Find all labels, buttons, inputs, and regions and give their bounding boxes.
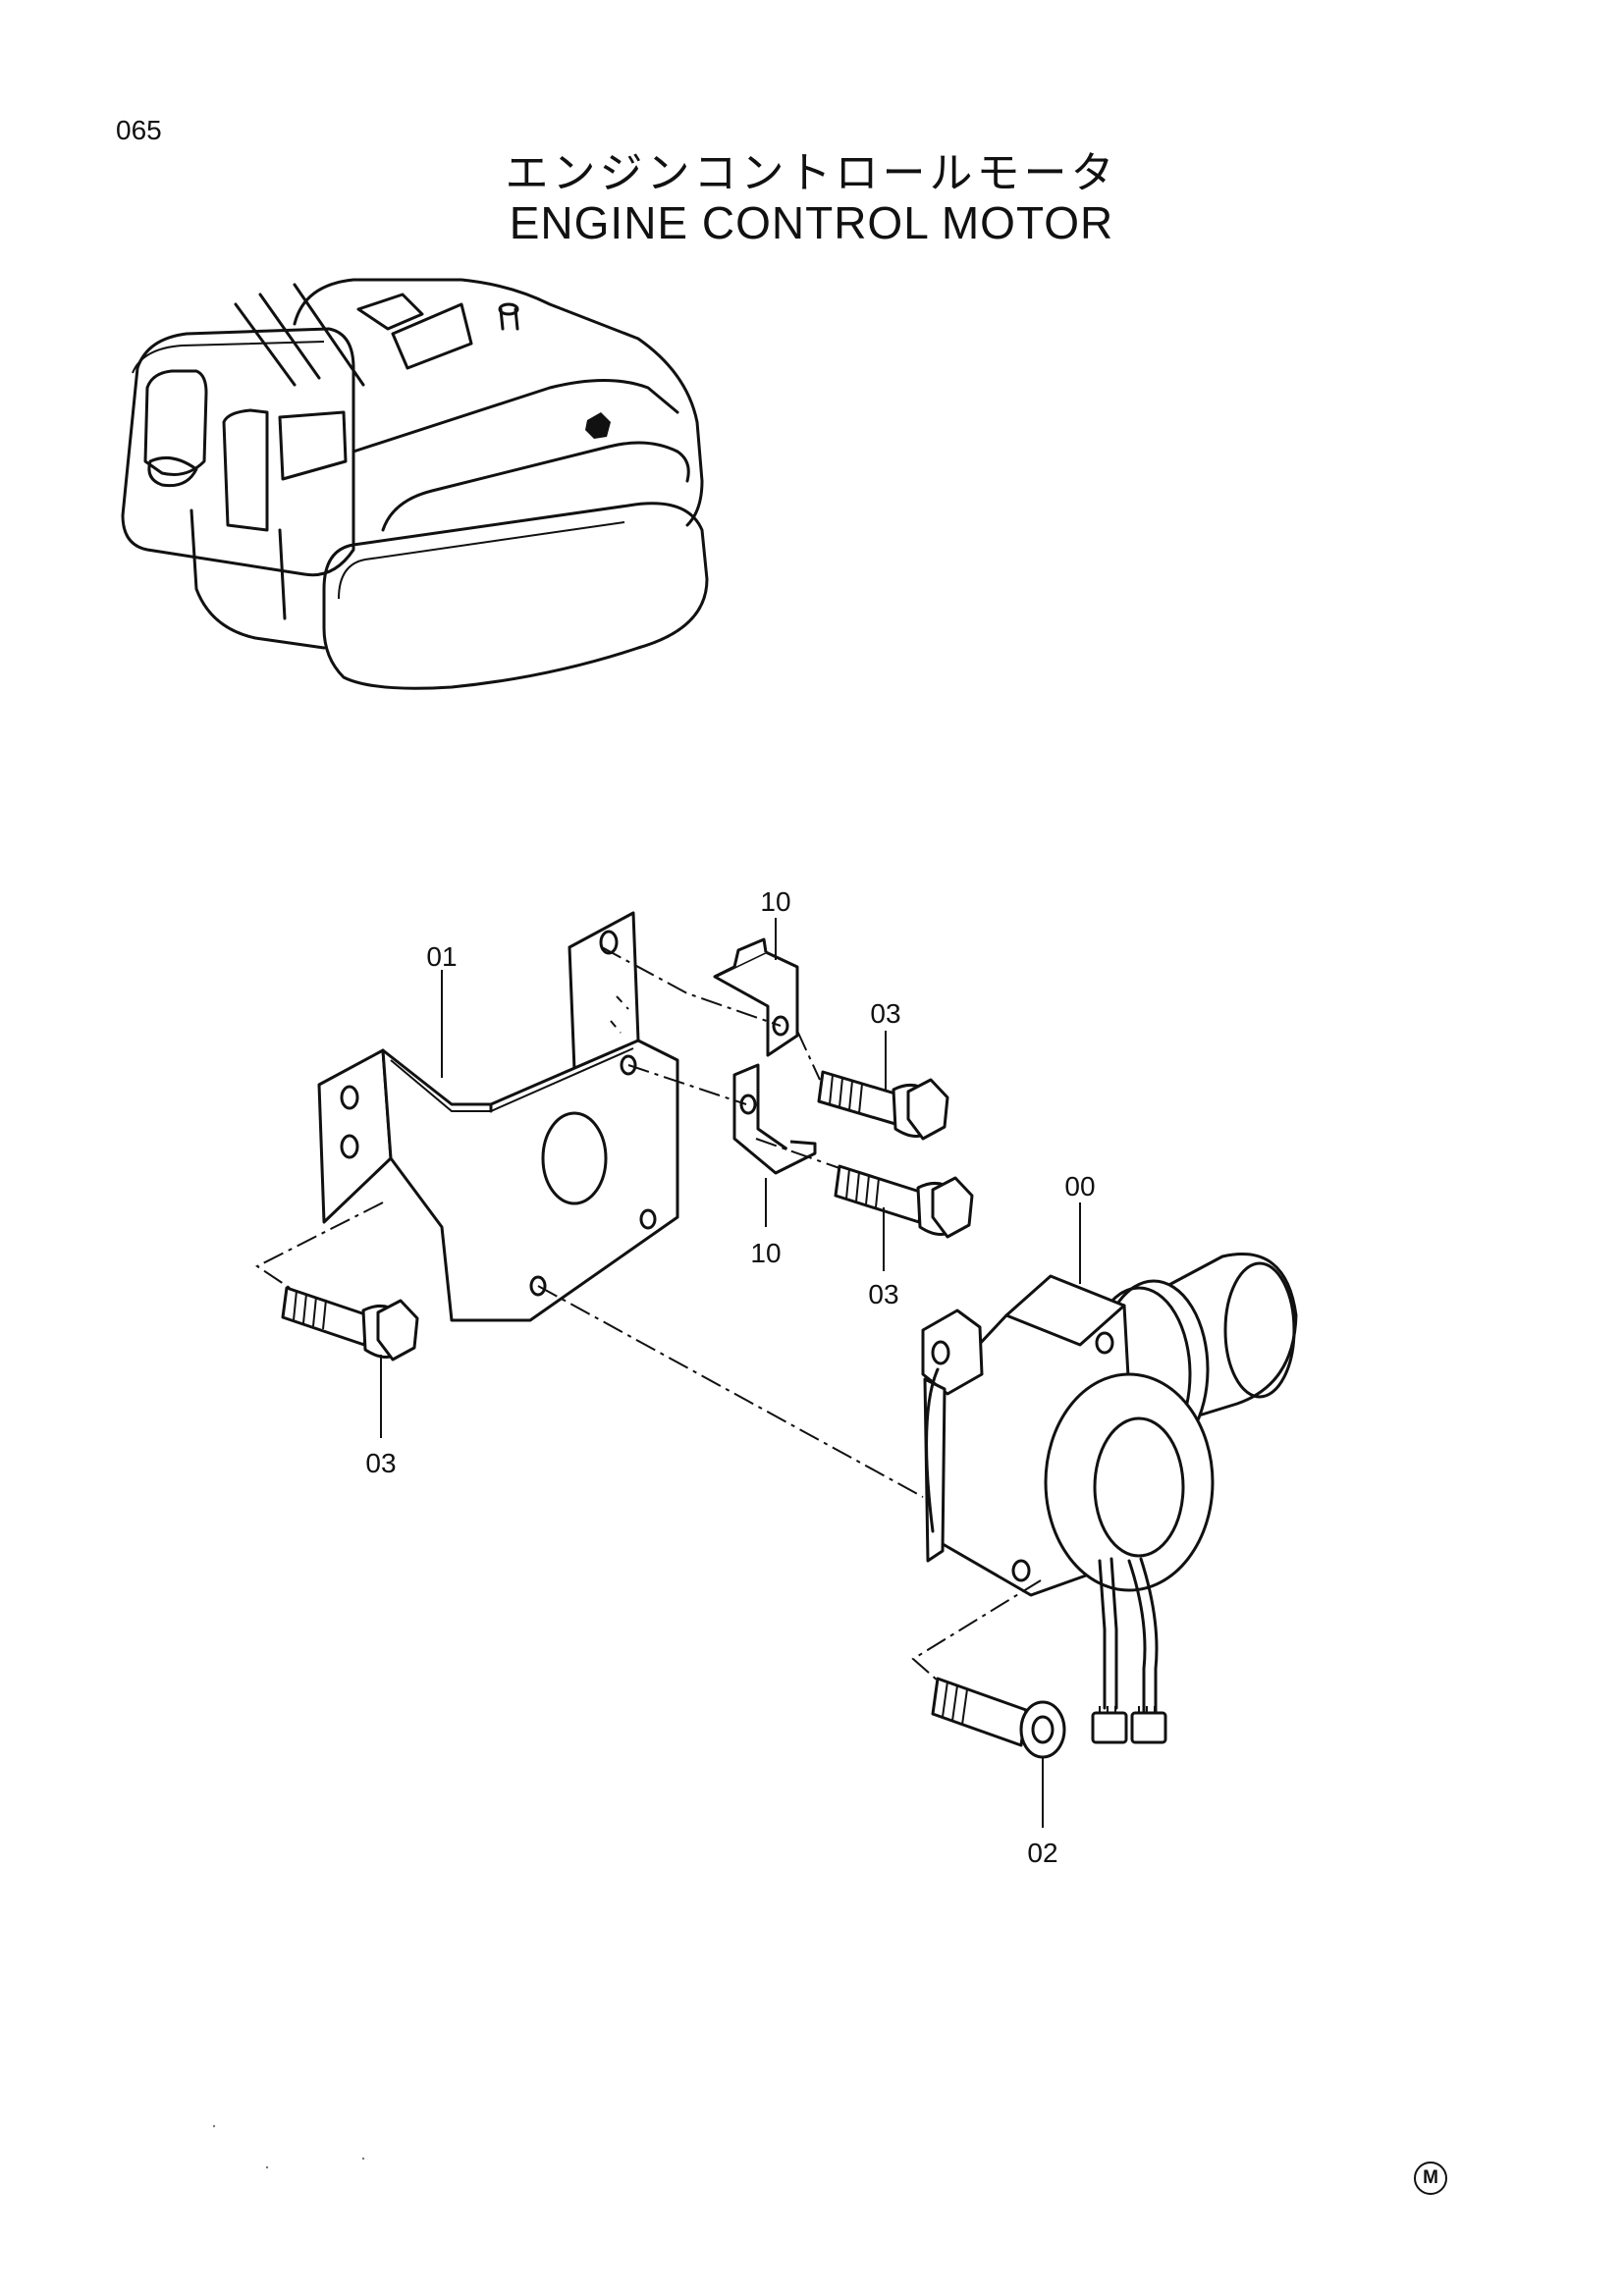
bolt-part-03-top [817,1070,949,1141]
screw-part-02 [931,1677,1066,1759]
page-number: 065 [116,115,162,145]
callout-labels: 01 10 03 10 03 03 00 02 [365,886,1095,1868]
bracket-part-01 [317,911,679,1322]
callout-02: 02 [1027,1838,1057,1868]
title-english: ENGINE CONTROL MOTOR [509,197,1114,248]
callout-10-top: 10 [760,886,790,917]
catalog-mark-symbol: M [1414,2162,1447,2195]
excavator-overview-illustration [121,278,709,690]
callout-00: 00 [1064,1171,1095,1201]
plate-part-10-top [713,937,799,1057]
plate-part-10-bottom [732,1063,817,1175]
callout-03-left: 03 [365,1448,396,1478]
assembly-lines [255,946,1042,1682]
callout-03-middle: 03 [868,1279,898,1309]
title-japanese: エンジンコントロールモータ [505,148,1118,198]
callout-10-bottom: 10 [750,1238,781,1268]
motor-part-00 [921,1253,1298,1744]
callout-01: 01 [426,941,457,972]
bolt-part-03-middle [834,1164,974,1239]
bolt-part-03-left [281,1286,419,1362]
leader-lines [380,918,1081,1828]
callout-03-top: 03 [870,998,900,1029]
